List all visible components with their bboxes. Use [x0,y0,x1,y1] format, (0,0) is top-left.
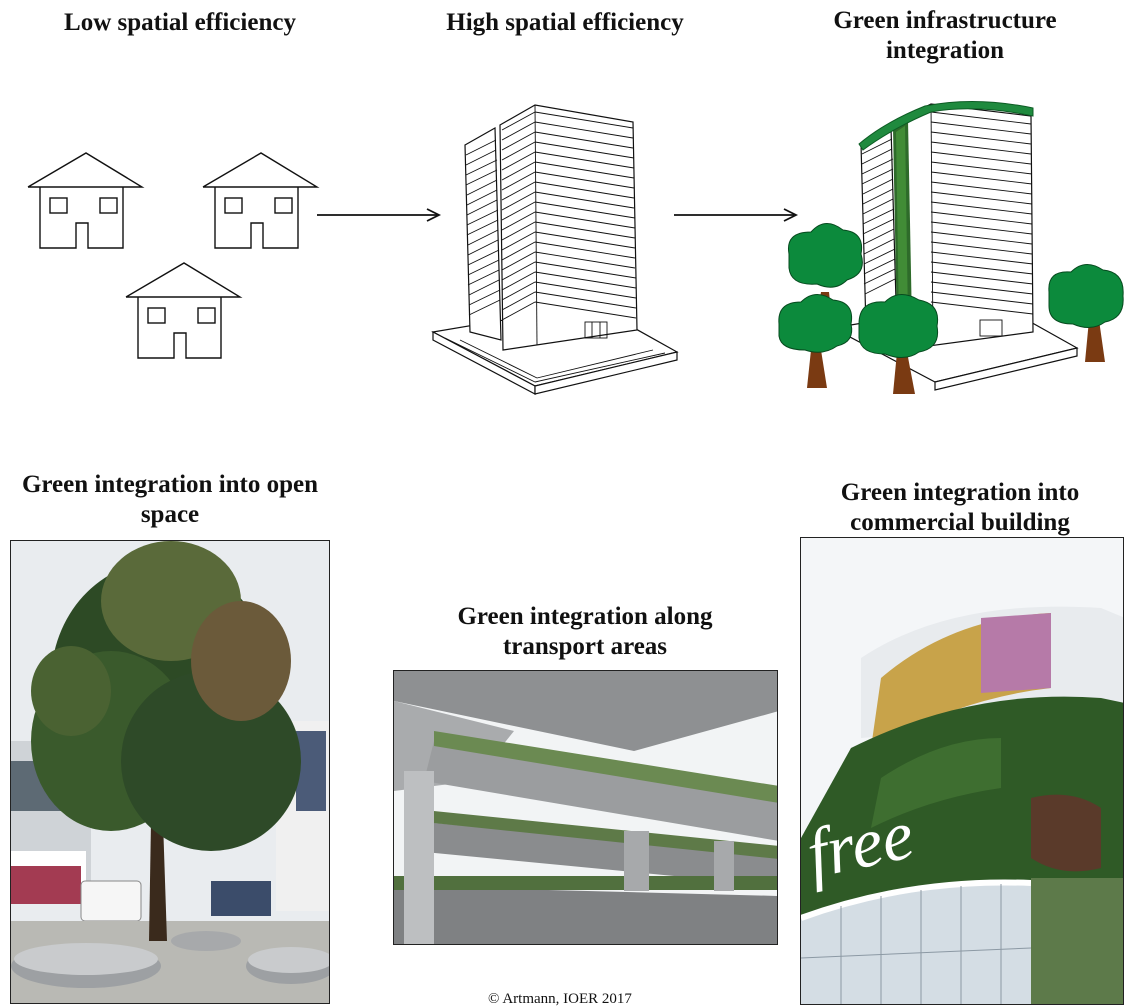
commercial-building-photo: free [800,537,1124,1005]
tree-icon [778,294,853,388]
label-green-infrastructure-integration: Green infrastructure integration [833,7,1057,64]
label-transport-areas: Green integration along transport areas [457,603,713,660]
tree-icon [858,294,939,394]
green-highrise-illustration [778,100,1124,394]
copyright-text: © Artmann, IOER 2017 [488,991,632,1007]
house-icon [125,262,243,359]
arrow-right-icon [317,208,442,222]
label-commercial-building: Green integration into commercial buildi… [840,479,1080,536]
label-high-spatial-efficiency: High spatial efficiency [446,9,684,36]
open-space-photo [10,540,330,1004]
house-icon [27,152,145,249]
label-low-spatial-efficiency: Low spatial efficiency [64,9,296,36]
arrow-right-icon [674,208,799,222]
highrise-building-illustration [431,104,679,395]
houses-illustration [27,152,320,359]
tree-icon [1048,264,1124,362]
house-icon [202,152,320,249]
label-open-space: Green integration into open space [21,471,319,528]
transport-areas-photo [393,670,778,945]
